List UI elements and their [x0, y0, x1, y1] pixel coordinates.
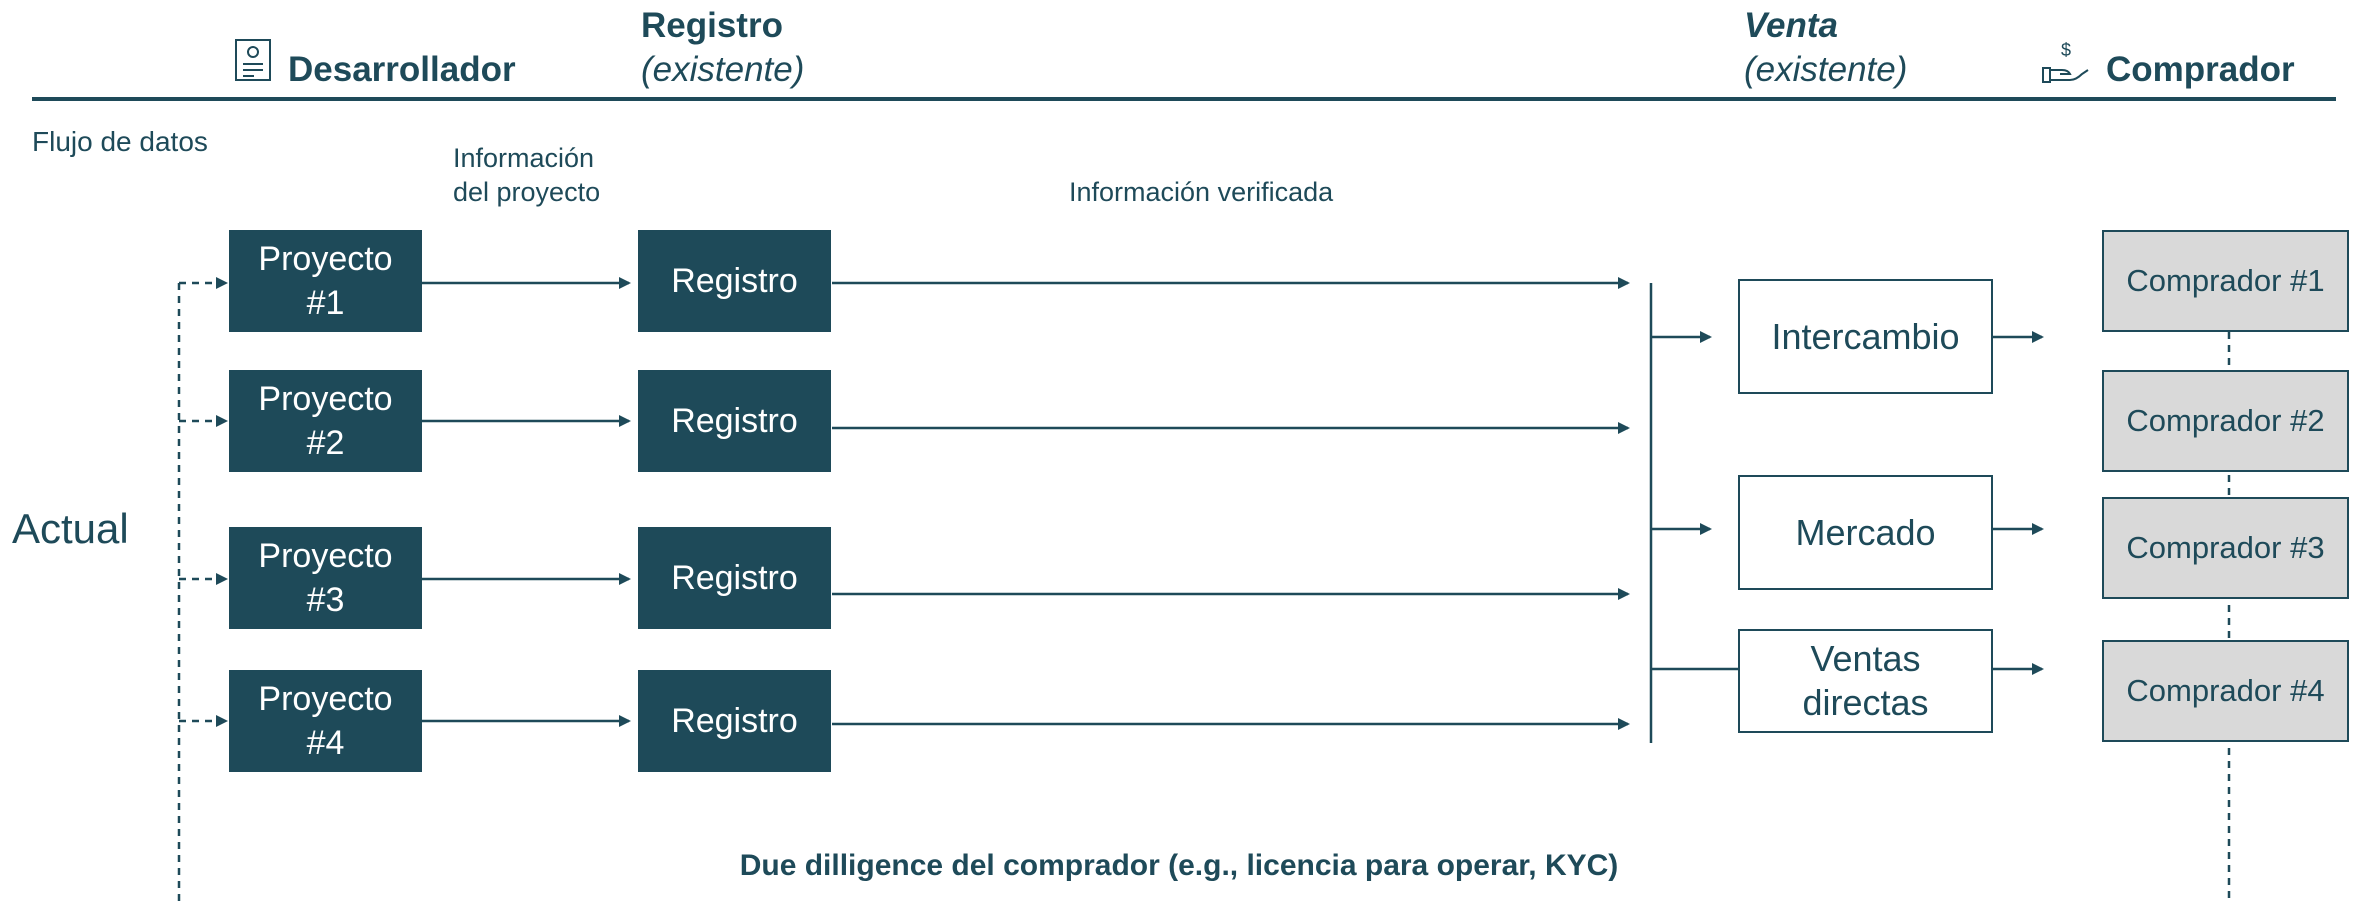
project-label-3: Proyecto: [258, 537, 393, 575]
developer-icon: [234, 38, 274, 86]
registry-box-1: Registro: [638, 230, 831, 332]
channel-direct-label-1: Ventas: [1810, 638, 1921, 679]
project-label-1: Proyecto: [258, 240, 393, 278]
project-box-3: Proyecto #3: [229, 527, 422, 629]
svg-text:$: $: [2061, 40, 2071, 60]
channel-market-label: Mercado: [1795, 511, 1936, 553]
project-number-1: #1: [306, 284, 345, 322]
header-divider: [32, 97, 2336, 101]
header-sale-sub: (existente): [1744, 50, 1908, 89]
project-number-2: #2: [306, 424, 345, 462]
verified-info-label: Información verificada: [1069, 177, 1334, 207]
project-label-4: Proyecto: [258, 680, 393, 718]
project-box-1: Proyecto #1: [229, 230, 422, 332]
channel-market: Mercado: [1738, 475, 1993, 590]
registry-box-2: Registro: [638, 370, 831, 472]
row-label: Actual: [12, 505, 129, 552]
channel-direct-label-2: directas: [1802, 682, 1929, 723]
project-label-2: Proyecto: [258, 380, 393, 418]
buyer-hand-icon: $: [2040, 40, 2092, 86]
project-number-3: #3: [306, 581, 345, 619]
channel-exchange-label: Intercambio: [1771, 315, 1960, 357]
buyer-box-1: Comprador #1: [2102, 230, 2349, 332]
data-flow-label: Flujo de datos: [32, 126, 208, 157]
header-registry-title: Registro: [641, 6, 783, 45]
due-diligence-caption: Due dilligence del comprador (e.g., lice…: [739, 849, 1619, 882]
buyer-box-2: Comprador #2: [2102, 370, 2349, 472]
header-buyer: Comprador: [2106, 50, 2295, 89]
header-registry-sub: (existente): [641, 50, 805, 89]
project-number-4: #4: [306, 724, 345, 762]
project-info-label-line2: del proyecto: [453, 177, 601, 207]
header-sale-title: Venta: [1744, 6, 1839, 45]
channel-exchange: Intercambio: [1738, 279, 1993, 394]
registry-box-3: Registro: [638, 527, 831, 629]
buyer-box-4: Comprador #4: [2102, 640, 2349, 742]
project-info-label-line1: Información: [453, 143, 595, 173]
project-box-2: Proyecto #2: [229, 370, 422, 472]
buyer-box-3: Comprador #3: [2102, 497, 2349, 599]
registry-box-4: Registro: [638, 670, 831, 772]
project-box-4: Proyecto #4: [229, 670, 422, 772]
header-developer: Desarrollador: [288, 50, 516, 89]
